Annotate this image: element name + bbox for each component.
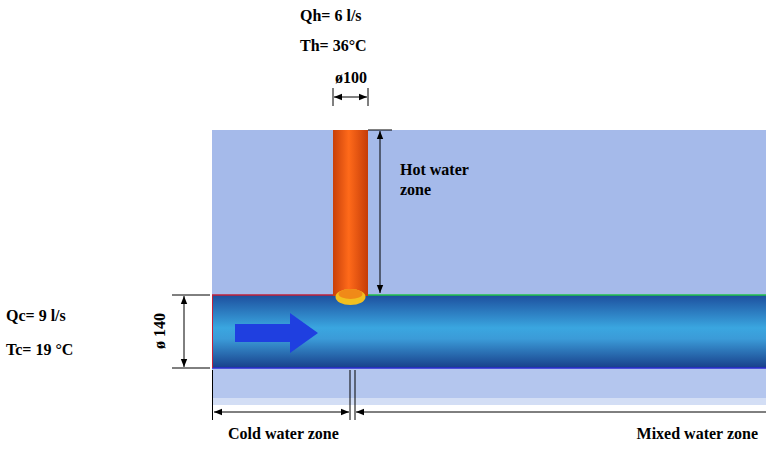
zone-label: Mixed water zone bbox=[637, 424, 758, 444]
dimension-line bbox=[356, 412, 766, 413]
hot-pipe bbox=[333, 130, 368, 296]
zone-label: Hot water zone bbox=[400, 160, 500, 200]
pipe-wall bbox=[212, 294, 333, 296]
dimension-line bbox=[214, 412, 349, 413]
temperature-label: Tc= 19 °C bbox=[6, 340, 73, 360]
dimension-label: ø100 bbox=[335, 68, 367, 88]
dimension-line bbox=[380, 131, 381, 293]
main-pipe bbox=[212, 295, 766, 368]
lower-band bbox=[212, 398, 766, 405]
fluid-domain bbox=[212, 130, 766, 295]
dimension-line bbox=[334, 97, 367, 98]
hot-inlet-plume bbox=[336, 289, 366, 305]
flow-arrow bbox=[235, 313, 318, 353]
dimension-tick bbox=[368, 88, 369, 106]
dimension-tick bbox=[350, 370, 351, 420]
dimension-label: ø 140 bbox=[150, 313, 170, 349]
zone-label: Cold water zone bbox=[228, 424, 339, 444]
temperature-label: Th= 36°C bbox=[300, 36, 367, 56]
hot-inlet-plume bbox=[339, 289, 363, 299]
inlet-face bbox=[212, 295, 213, 368]
dimension-line bbox=[184, 296, 185, 367]
flow-rate-label: Qh= 6 l/s bbox=[300, 6, 362, 26]
dimension-tick bbox=[355, 370, 356, 420]
dimension-tick bbox=[368, 130, 392, 131]
dimension-tick bbox=[172, 368, 210, 369]
lower-band bbox=[212, 368, 766, 398]
flow-rate-label: Qc= 9 l/s bbox=[6, 306, 66, 326]
dimension-tick bbox=[333, 88, 334, 106]
dimension-tick bbox=[172, 295, 210, 296]
dimension-tick bbox=[212, 370, 213, 420]
pipe-wall bbox=[212, 367, 766, 369]
pipe-wall bbox=[368, 294, 766, 296]
